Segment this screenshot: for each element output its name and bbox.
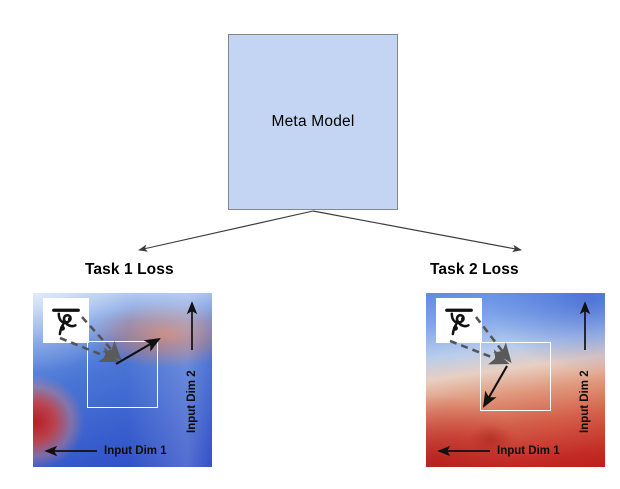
task-1-y-axis-label: Input Dim 2	[186, 370, 198, 433]
task-1-title: Task 1 Loss	[85, 261, 174, 278]
omniglot-character-icon	[52, 308, 80, 335]
meta-to-task2-arrow	[312, 210, 522, 253]
task-1-inner-region	[87, 341, 158, 408]
task-2-panel: Task 2 Loss	[426, 261, 605, 467]
task-2-loss-heatmap: Input Dim 1 Input Dim 2	[426, 293, 605, 467]
task-1-character-tile	[43, 298, 89, 343]
task-1-loss-heatmap: Input Dim 1 Input Dim 2	[33, 293, 212, 467]
meta-model-box: Meta Model	[228, 34, 398, 210]
task-1-x-axis-label: Input Dim 1	[104, 445, 167, 457]
task-2-y-axis-label: Input Dim 2	[579, 370, 591, 433]
meta-to-task1-arrow	[138, 210, 314, 252]
task-2-inner-region	[480, 342, 551, 411]
task-2-title: Task 2 Loss	[430, 261, 519, 278]
task-2-character-tile	[436, 298, 482, 343]
omniglot-character-icon	[445, 308, 473, 335]
meta-model-label: Meta Model	[271, 113, 355, 130]
task-2-x-axis-label: Input Dim 1	[497, 445, 560, 457]
task-1-panel: Task 1 Loss	[33, 261, 212, 467]
